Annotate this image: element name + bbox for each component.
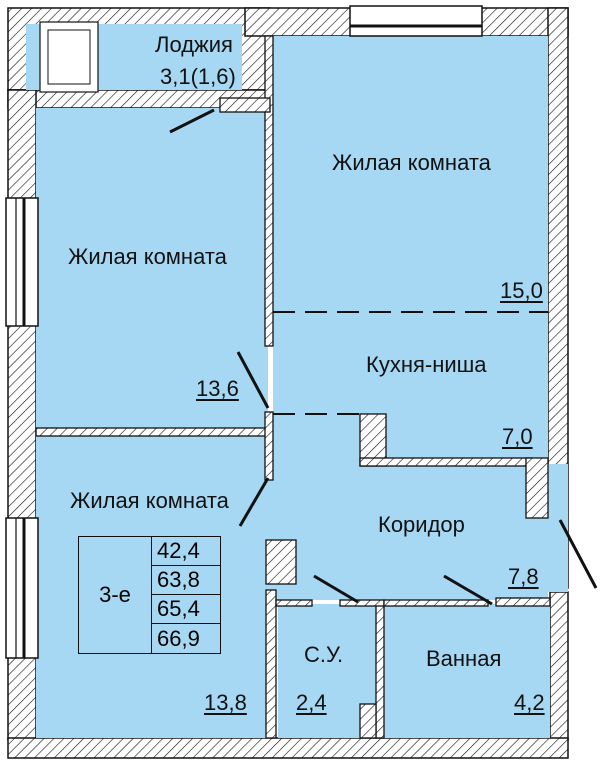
area-table-value: 66,9 [157, 625, 200, 651]
living-bottom-left-fill [36, 430, 268, 738]
kitchen-name: Кухня-ниша [366, 352, 487, 377]
doors [169, 108, 598, 606]
windows [5, 5, 483, 659]
internal-walls [35, 35, 551, 739]
area-table-values: 42,4 63,8 65,4 66,9 [151, 537, 220, 653]
living-top-right-name: Жилая комната [332, 150, 491, 175]
area-table-value: 42,4 [151, 537, 220, 566]
wc-name: С.У. [304, 642, 344, 667]
bath-name: Ванная [426, 646, 502, 671]
living-top-right-fill [273, 36, 548, 312]
bath-area: 4,2 [514, 690, 545, 715]
living-left-fill [36, 108, 268, 428]
area-table-value: 63,8 [151, 566, 220, 595]
loggia-name: Лоджия [155, 32, 233, 57]
living-bottom-left-name: Жилая комната [70, 488, 229, 513]
bath-fill [384, 604, 550, 738]
living-top-right-area: 15,0 [500, 278, 543, 303]
corridor-name: Коридор [378, 512, 465, 537]
corridor-area: 7,8 [508, 564, 539, 589]
living-left-area: 13,6 [196, 376, 239, 401]
corridor-entry-fill [548, 464, 568, 592]
wc-area: 2,4 [296, 690, 327, 715]
area-table: 3-е 42,4 63,8 65,4 66,9 [78, 536, 221, 654]
area-table-value: 65,4 [151, 595, 220, 624]
room-fills [26, 24, 568, 738]
living-left-name: Жилая комната [68, 244, 227, 269]
living-bottom-left-area: 13,8 [204, 690, 247, 715]
zone-lines [273, 311, 548, 415]
area-table-type: 3-е [79, 537, 152, 653]
kitchen-area: 7,0 [502, 424, 533, 449]
corridor-fill [268, 414, 548, 600]
loggia-area: 3,1(1,6) [160, 64, 236, 89]
